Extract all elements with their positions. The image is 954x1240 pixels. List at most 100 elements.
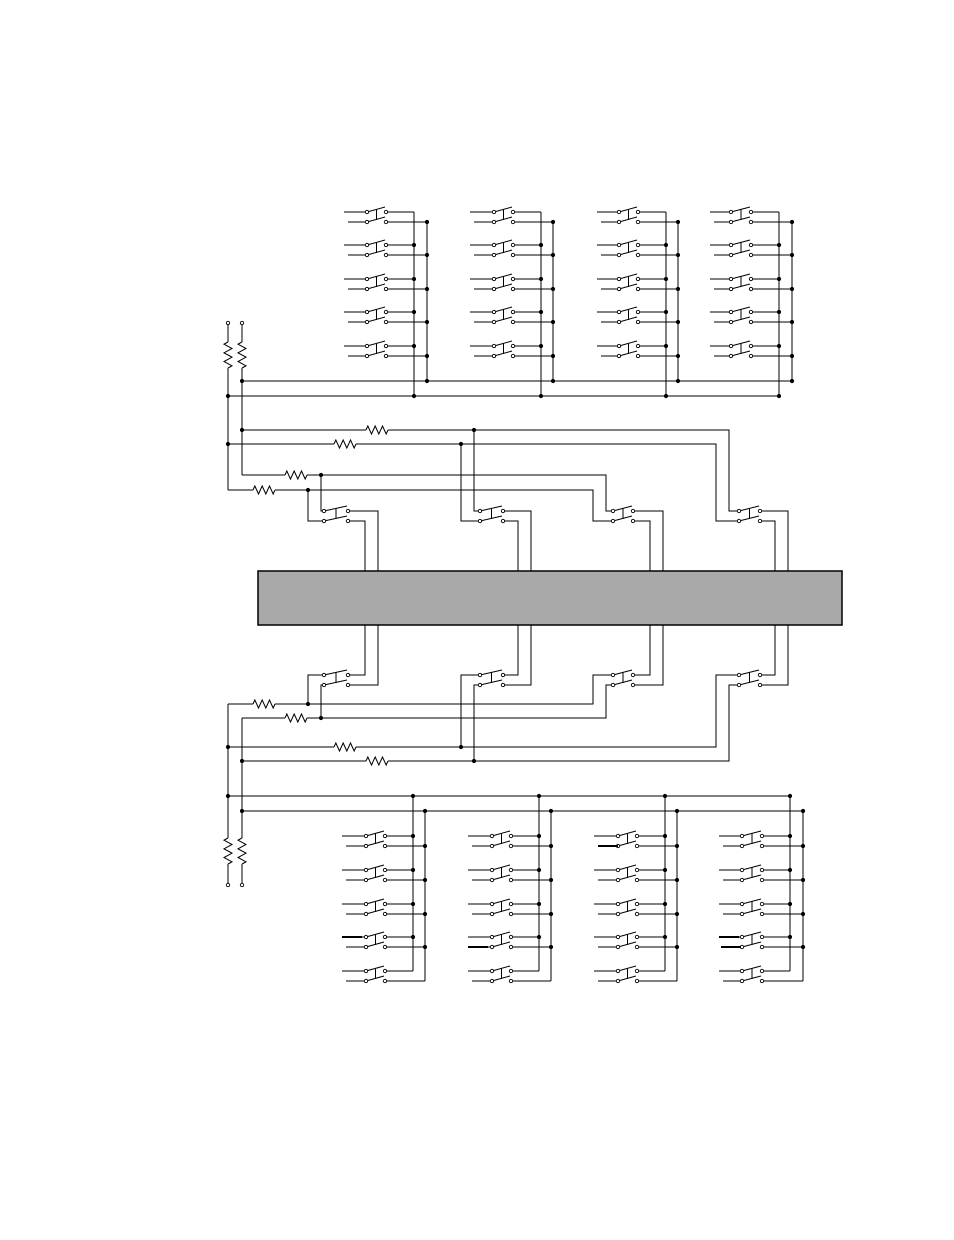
series-resistor-bottom-2 <box>285 714 307 722</box>
junction-dot <box>537 834 541 838</box>
terminal <box>478 509 481 512</box>
terminal <box>737 509 740 512</box>
terminal <box>383 868 386 871</box>
terminal <box>636 287 639 290</box>
terminal <box>616 979 619 982</box>
terminal <box>737 673 740 676</box>
terminal <box>611 509 614 512</box>
terminal <box>509 844 512 847</box>
series-resistor-top-2 <box>334 440 356 448</box>
terminal <box>346 519 349 522</box>
terminal <box>509 969 512 972</box>
junction-dot <box>777 277 781 281</box>
junction-dot <box>663 834 667 838</box>
junction-dot <box>549 844 553 848</box>
terminal <box>760 878 763 881</box>
terminal <box>383 969 386 972</box>
terminal <box>364 935 367 938</box>
terminal <box>501 519 504 522</box>
junction-dot <box>226 442 230 446</box>
junction-dot <box>551 320 555 324</box>
terminal <box>509 878 512 881</box>
selector-lead <box>760 521 775 571</box>
series-resistor-top-4 <box>253 486 275 494</box>
terminal <box>636 320 639 323</box>
junction-dot <box>676 354 680 358</box>
terminal <box>617 253 620 256</box>
terminal <box>611 673 614 676</box>
junction-dot <box>801 878 805 882</box>
terminal <box>240 883 243 886</box>
junction-dot <box>411 935 415 939</box>
key-switch-top-c3-r5 <box>617 341 639 358</box>
junction-dot <box>664 344 668 348</box>
terminal <box>492 220 495 223</box>
key-switch-top-c4-r4 <box>729 307 752 324</box>
junction-dot <box>240 379 244 383</box>
terminal <box>384 310 387 313</box>
terminal <box>740 834 743 837</box>
key-switch-top-c1-r4 <box>365 307 387 324</box>
junction-dot <box>551 287 555 291</box>
terminal <box>635 878 638 881</box>
junction-dot <box>788 794 792 798</box>
terminal <box>616 969 619 972</box>
terminal <box>478 683 481 686</box>
key-switch-bottom-c2-r2 <box>490 865 512 882</box>
selector-lead <box>503 521 518 571</box>
terminal <box>383 945 386 948</box>
terminal <box>749 253 752 256</box>
key-switch-bottom-c2-r4 <box>490 932 512 949</box>
key-switch-top-c1-r5 <box>365 341 387 358</box>
terminal <box>322 683 325 686</box>
pullup-resistor-top-a <box>224 342 232 368</box>
selector-lead <box>760 625 775 675</box>
junction-dot <box>412 394 416 398</box>
junction-dot <box>319 716 323 720</box>
terminal <box>760 912 763 915</box>
terminal <box>749 243 752 246</box>
terminal <box>383 878 386 881</box>
terminal <box>611 683 614 686</box>
resistor-zigzag <box>334 440 356 448</box>
terminal <box>509 834 512 837</box>
junction-dot <box>539 243 543 247</box>
junction-dot <box>412 344 416 348</box>
terminal <box>492 320 495 323</box>
selector-lead <box>348 511 378 571</box>
junction-dot <box>319 473 323 477</box>
resistor-zigzag <box>224 838 232 864</box>
key-switch-bottom-c1-r1 <box>364 831 386 848</box>
terminal <box>616 935 619 938</box>
key-switch-top-c1-r2 <box>365 240 387 257</box>
key-switch-bottom-c3-r2 <box>616 865 638 882</box>
junction-dot <box>675 878 679 882</box>
selector-switch-top-3 <box>611 506 634 523</box>
terminal <box>490 844 493 847</box>
junction-dot <box>537 902 541 906</box>
terminal <box>365 243 368 246</box>
terminal <box>729 210 732 213</box>
key-switch-top-c3-r2 <box>617 240 639 257</box>
terminal <box>617 243 620 246</box>
key-switch-bottom-c1-r2 <box>364 865 386 882</box>
terminal <box>364 834 367 837</box>
resistor-zigzag <box>238 838 246 864</box>
terminal <box>635 844 638 847</box>
junction-dot <box>675 844 679 848</box>
junction-dot <box>425 320 429 324</box>
series-resistor-bottom-1 <box>253 700 275 708</box>
terminal <box>511 354 514 357</box>
terminal <box>226 321 229 324</box>
terminal <box>384 320 387 323</box>
terminal <box>490 878 493 881</box>
heavy-lead <box>468 946 488 948</box>
junction-dot <box>240 809 244 813</box>
feed-line <box>461 444 480 521</box>
feed-line <box>308 490 324 521</box>
terminal <box>383 912 386 915</box>
terminal <box>729 220 732 223</box>
terminal <box>635 912 638 915</box>
terminal <box>617 344 620 347</box>
